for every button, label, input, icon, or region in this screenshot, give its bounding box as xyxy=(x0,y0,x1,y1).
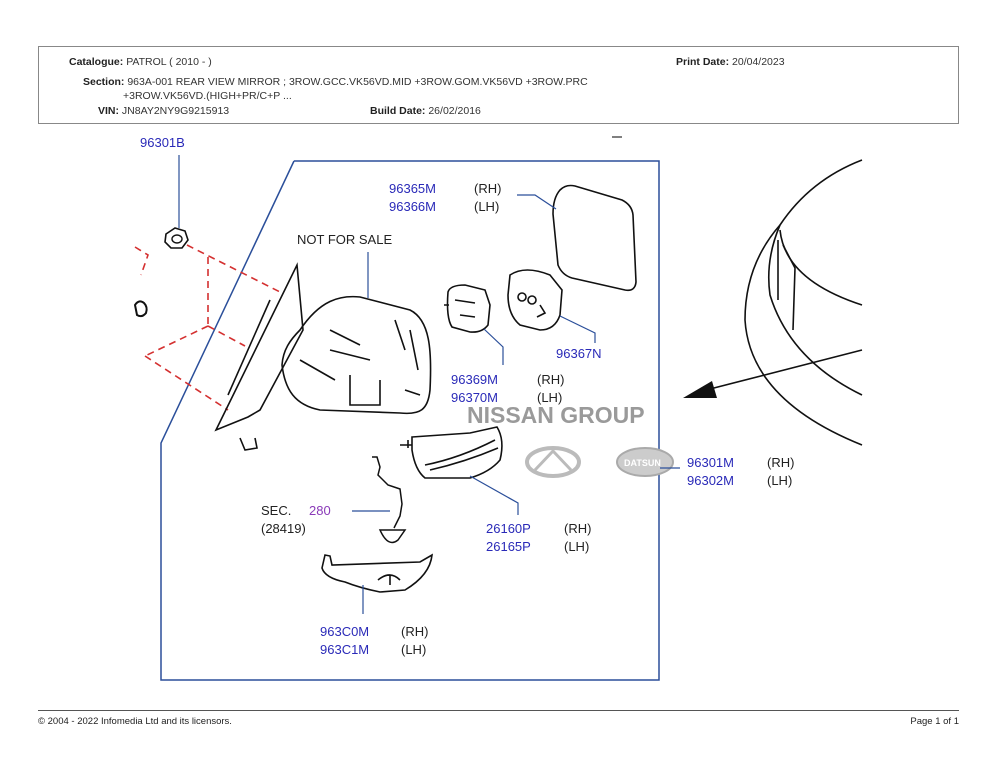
callout-mirror-glass[interactable]: 96365M (RH) 96366M (LH) xyxy=(389,181,557,214)
part-number[interactable]: 96301B xyxy=(140,135,185,150)
callout-cover[interactable]: 963C0M (RH) 963C1M (LH) xyxy=(320,585,428,657)
side-label: (LH) xyxy=(474,199,499,214)
build-date-label: Build Date: xyxy=(370,105,426,117)
section-row-continued: +3ROW.VK56VD.(HIGH+PR/C+P ... xyxy=(123,90,292,102)
part-number[interactable]: 26165P xyxy=(486,539,531,554)
arrow-icon xyxy=(683,349,863,398)
part-number[interactable]: 26160P xyxy=(486,521,531,536)
parts-diagram: 96301B NOT FOR SALE 96365M (RH) xyxy=(133,135,863,681)
build-date-value: 26/02/2016 xyxy=(428,105,481,117)
document-header: Catalogue: PATROL ( 2010 - ) Print Date:… xyxy=(38,46,959,124)
assembly-frame xyxy=(160,160,660,681)
vin-row: VIN: JN8AY2NY9G9215913 xyxy=(98,105,229,117)
vehicle-body-illustration xyxy=(744,159,863,446)
side-label: (LH) xyxy=(564,539,589,554)
catalogue-value: PATROL ( 2010 - ) xyxy=(126,56,212,68)
sec-label: SEC. xyxy=(261,503,291,518)
callout-mirror-assy[interactable]: 96301M (RH) 96302M (LH) xyxy=(660,455,794,488)
side-label: (LH) xyxy=(401,642,426,657)
copyright-text: © 2004 - 2022 Infomedia Ltd and its lice… xyxy=(38,716,232,727)
side-label: (RH) xyxy=(537,372,564,387)
callout-mirror-motor[interactable]: 96369M (RH) 96370M (LH) xyxy=(451,328,564,405)
part-number[interactable]: 96366M xyxy=(389,199,436,214)
vin-label: VIN: xyxy=(98,105,119,117)
callout-turn-lamp[interactable]: 26160P (RH) 26165P (LH) xyxy=(469,475,591,554)
side-label: (LH) xyxy=(767,473,792,488)
catalogue-label: Catalogue: xyxy=(69,56,124,68)
datsun-logo-icon: DATSUN xyxy=(616,447,674,477)
print-date-row: Print Date: 20/04/2023 xyxy=(676,56,785,68)
section-value: 963A-001 REAR VIEW MIRROR ; 3ROW.GCC.VK5… xyxy=(127,76,588,88)
cover-illustration xyxy=(321,553,433,593)
part-number[interactable]: 96365M xyxy=(389,181,436,196)
callout-sec-280[interactable]: SEC. 280 (28419) xyxy=(261,503,390,536)
actuator-illustration xyxy=(507,269,563,331)
side-label: (RH) xyxy=(401,624,428,639)
mirror-base-illustration xyxy=(214,262,304,451)
nut-icon xyxy=(164,227,189,249)
datsun-badge-text: DATSUN xyxy=(624,458,661,468)
section-value-continued: +3ROW.VK56VD.(HIGH+PR/C+P ... xyxy=(123,90,292,102)
sec-number-link[interactable]: 280 xyxy=(309,503,331,518)
not-for-sale-label: NOT FOR SALE xyxy=(297,232,392,247)
section-row: Section: 963A-001 REAR VIEW MIRROR ; 3RO… xyxy=(83,76,588,88)
mirror-glass-illustration xyxy=(552,184,637,292)
callout-96301B[interactable]: 96301B xyxy=(140,135,185,228)
mounting-lines xyxy=(134,244,281,411)
catalogue-row: Catalogue: PATROL ( 2010 - ) xyxy=(69,56,212,68)
part-number[interactable]: 96370M xyxy=(451,390,498,405)
callout-not-for-sale: NOT FOR SALE xyxy=(297,232,392,298)
callout-96367N[interactable]: 96367N xyxy=(556,315,602,361)
watermark-text: NISSAN GROUP xyxy=(467,402,645,428)
part-number[interactable]: 96367N xyxy=(556,346,602,361)
part-number[interactable]: 96301M xyxy=(687,455,734,470)
vin-value: JN8AY2NY9G9215913 xyxy=(121,105,230,117)
turn-lamp-illustration xyxy=(400,426,503,479)
build-date-row: Build Date: 26/02/2016 xyxy=(370,105,481,117)
part-number[interactable]: 96302M xyxy=(687,473,734,488)
side-label: (RH) xyxy=(474,181,501,196)
side-label: (RH) xyxy=(564,521,591,536)
side-label: (LH) xyxy=(537,390,562,405)
mirror-housing-illustration xyxy=(281,295,432,415)
print-date-value: 20/04/2023 xyxy=(732,56,785,68)
part-number[interactable]: 96369M xyxy=(451,372,498,387)
part-number[interactable]: 963C0M xyxy=(320,624,369,639)
motor-illustration xyxy=(444,284,491,333)
section-label: Section: xyxy=(83,76,125,88)
footer-divider xyxy=(38,710,959,711)
side-label: (RH) xyxy=(767,455,794,470)
sec-sub-label: (28419) xyxy=(261,521,306,536)
print-date-label: Print Date: xyxy=(676,56,730,68)
infiniti-logo-icon xyxy=(525,446,581,478)
page-indicator: Page 1 of 1 xyxy=(910,716,959,727)
harness-illustration xyxy=(372,456,407,544)
clip-icon xyxy=(133,300,148,318)
part-number[interactable]: 963C1M xyxy=(320,642,369,657)
